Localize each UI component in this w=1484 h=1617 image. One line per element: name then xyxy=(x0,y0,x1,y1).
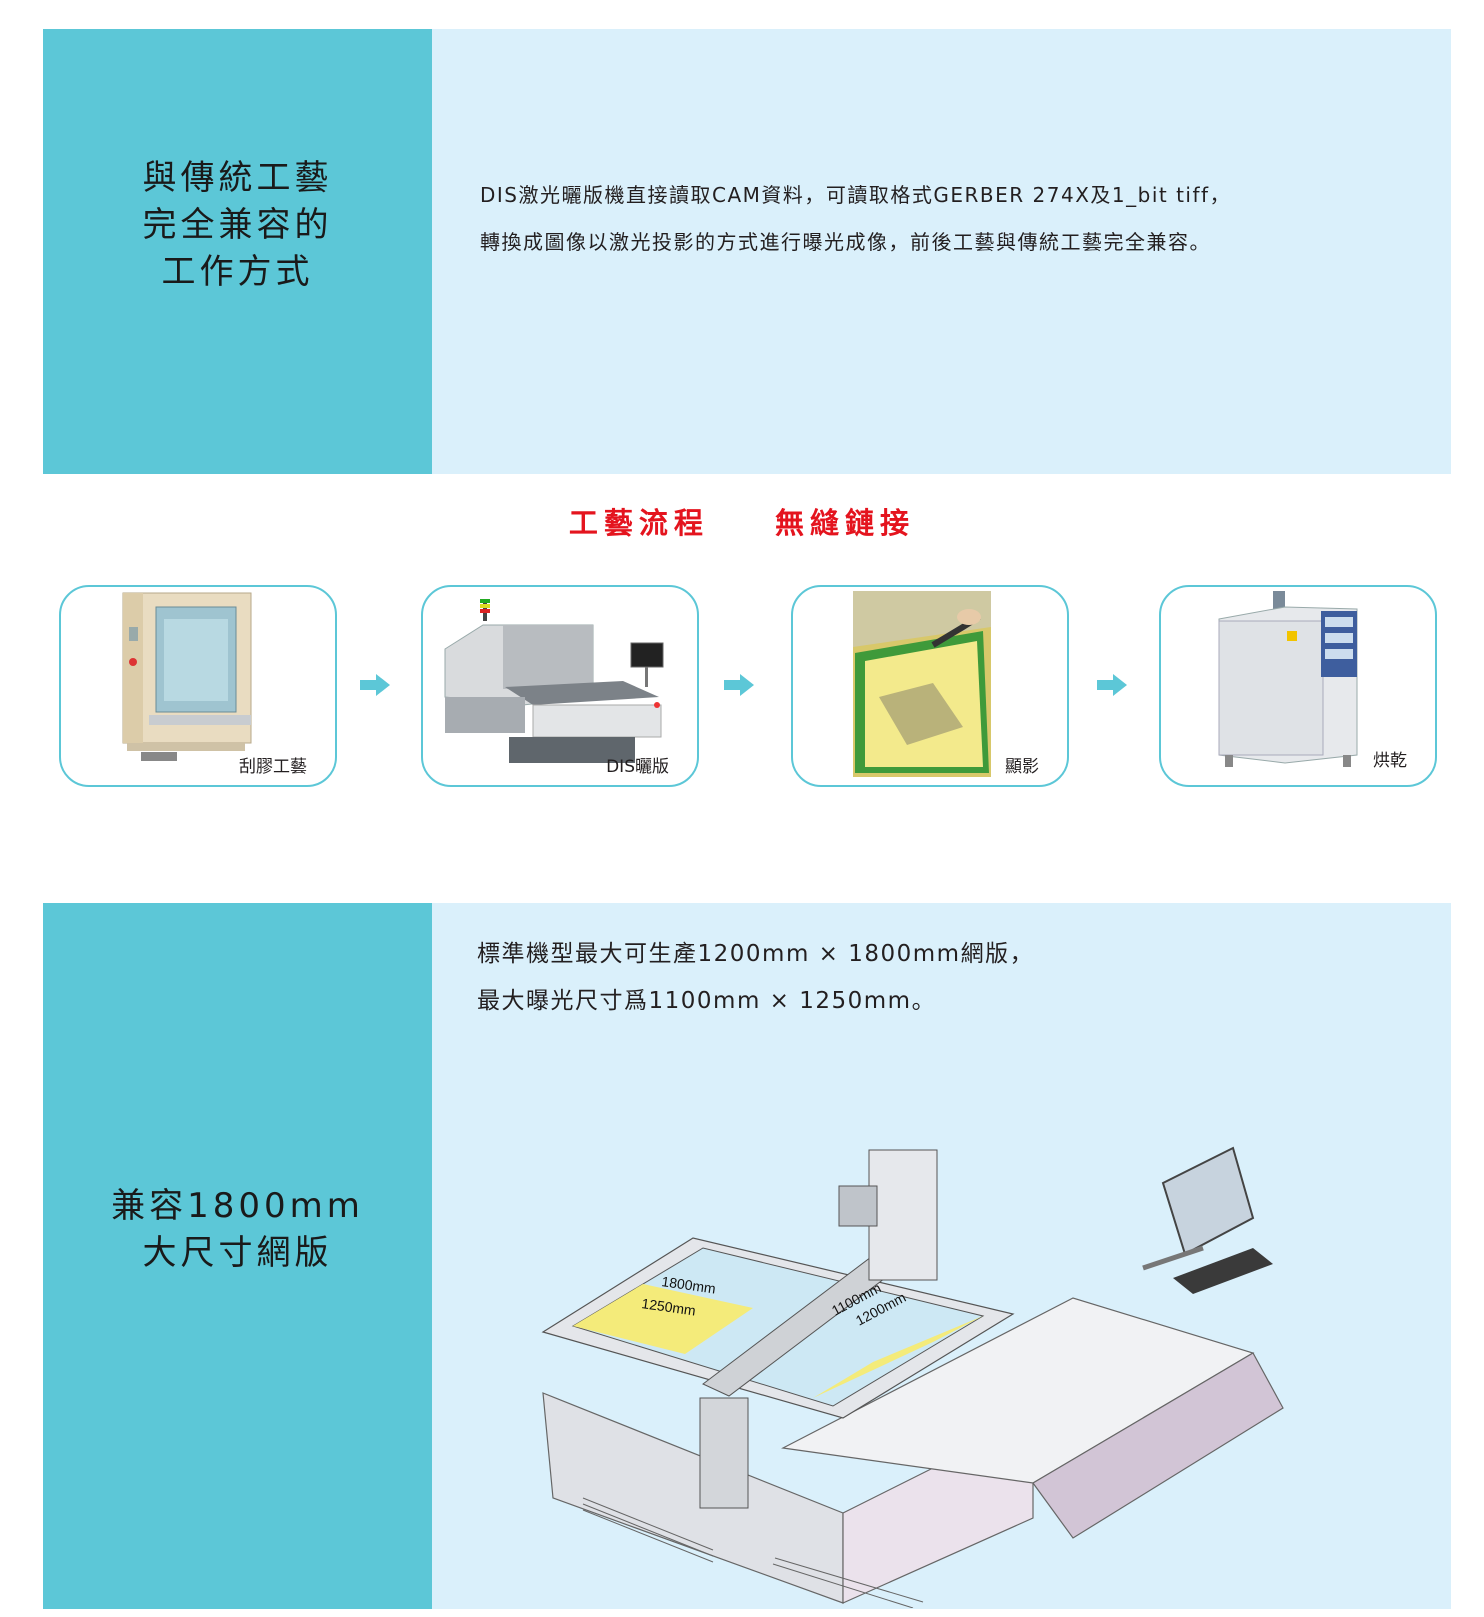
step-card-coating: 刮膠工藝 xyxy=(59,585,337,787)
large-screen-panel: 兼容1800mm 大尺寸網版 標準機型最大可生產1200mm × 1800mm網… xyxy=(43,903,1451,1609)
dis-machine-image xyxy=(444,599,664,763)
compatibility-description: DIS激光曬版機直接讀取CAM資料，可讀取格式GERBER 274X及1_bit… xyxy=(480,172,1231,266)
developing-photo xyxy=(853,591,991,777)
step-card-drying: 烘乾 xyxy=(1159,585,1437,787)
step-card-developing: 顯影 xyxy=(791,585,1069,787)
drying-oven-image xyxy=(1218,591,1358,767)
process-heading-right: 無縫鏈接 xyxy=(775,506,916,540)
dimension-label: 1250mm xyxy=(641,1295,697,1318)
spec-line-1: 標準機型最大可生產1200mm × 1800mm網版， xyxy=(477,941,1035,967)
arrow-right-icon xyxy=(1097,674,1127,696)
coating-machine-image xyxy=(122,592,252,761)
step-card-dis-exposure: DIS曬版 xyxy=(421,585,699,787)
arrow-right-icon xyxy=(724,674,754,696)
compatibility-side-block: 與傳統工藝 完全兼容的 工作方式 xyxy=(43,29,432,474)
exposure-machine-diagram: 1800mm 1250mm 1100mm 1200mm xyxy=(541,1146,1284,1608)
description-line-1: DIS激光曬版機直接讀取CAM資料，可讀取格式GERBER 274X及1_bit… xyxy=(480,183,1232,207)
compatibility-title: 與傳統工藝 完全兼容的 工作方式 xyxy=(142,158,333,292)
dimension-label: 1800mm xyxy=(661,1273,717,1296)
large-screen-side-block: 兼容1800mm 大尺寸網版 xyxy=(43,903,432,1609)
step-label: DIS曬版 xyxy=(606,757,669,777)
description-line-2: 轉換成圖像以激光投影的方式進行曝光成像，前後工藝與傳統工藝完全兼容。 xyxy=(480,230,1211,254)
spec-line-2: 最大曝光尺寸爲1100mm × 1250mm。 xyxy=(477,988,937,1014)
arrow-right-icon xyxy=(360,674,390,696)
large-screen-title: 兼容1800mm 大尺寸網版 xyxy=(111,1186,364,1273)
step-label: 顯影 xyxy=(1005,757,1039,777)
process-heading-left: 工藝流程 xyxy=(568,506,709,540)
large-screen-description: 標準機型最大可生產1200mm × 1800mm網版， 最大曝光尺寸爲1100m… xyxy=(477,931,1034,1025)
compatibility-panel: 與傳統工藝 完全兼容的 工作方式 DIS激光曬版機直接讀取CAM資料，可讀取格式… xyxy=(43,29,1451,474)
step-label: 烘乾 xyxy=(1373,751,1407,771)
step-label: 刮膠工藝 xyxy=(239,757,307,777)
process-heading: 工藝流程 無縫鏈接 xyxy=(0,500,1484,542)
